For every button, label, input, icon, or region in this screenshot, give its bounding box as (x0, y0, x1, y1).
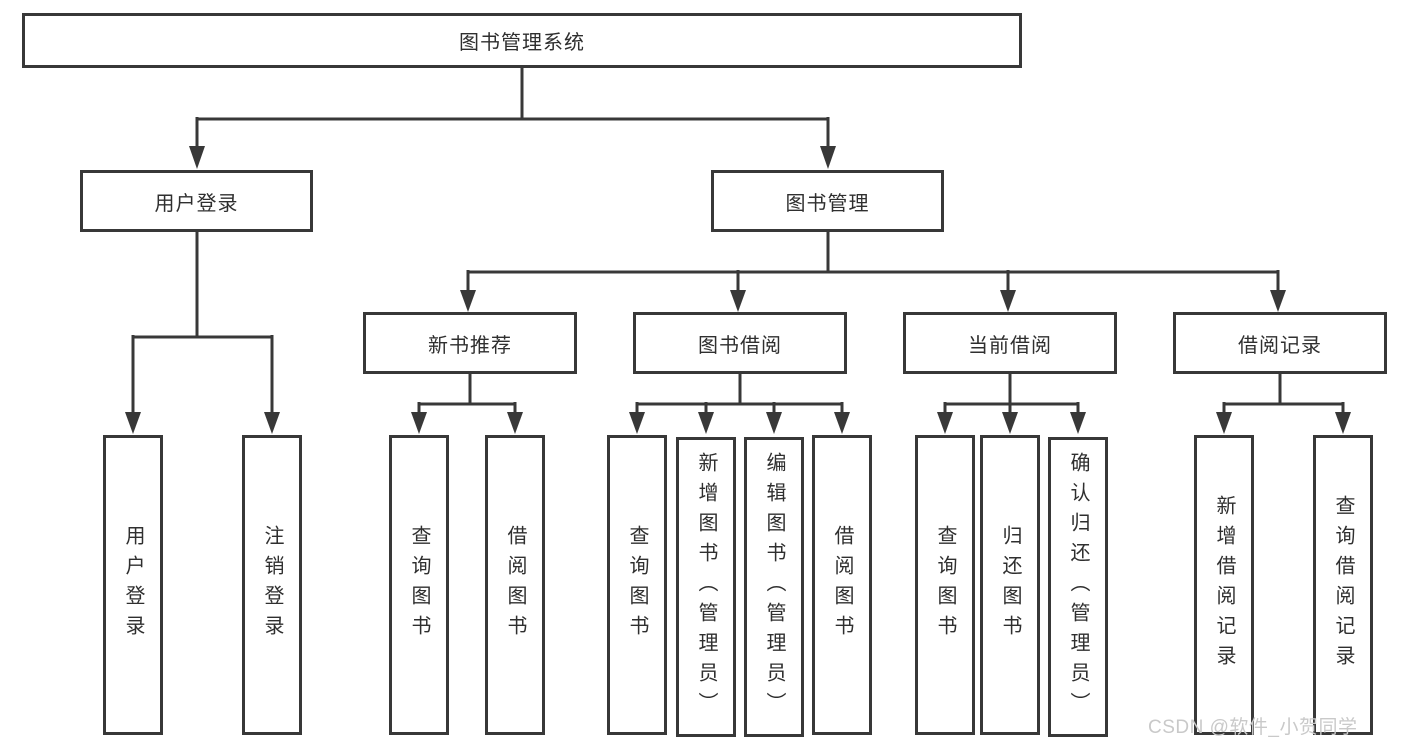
node-label: 借阅图书 (831, 525, 853, 645)
node-label: 查询图书 (626, 525, 648, 645)
node-add-books-admin: 新增图书（管理员） (676, 437, 736, 737)
node-edit-books-admin: 编辑图书（管理员） (744, 437, 804, 737)
arrowhead-icon (125, 412, 141, 434)
arrowhead-icon (411, 412, 427, 434)
connector-newbook-to-leaves (417, 373, 517, 416)
arrowhead-icon (1270, 290, 1286, 312)
node-label: 查询图书 (934, 525, 956, 645)
node-book-borrowing: 图书借阅 (633, 312, 847, 374)
node-label: 图书借阅 (698, 334, 782, 357)
arrowhead-icon (507, 412, 523, 434)
node-label: 用户登录 (122, 525, 144, 645)
node-label: 借阅记录 (1238, 334, 1322, 357)
connector-userlogin-to-leaves (131, 231, 274, 414)
node-label: 当前借阅 (968, 334, 1052, 357)
node-label: 图书管理系统 (459, 32, 585, 54)
arrowhead-icon (1000, 290, 1016, 312)
node-book-management: 图书管理 (711, 170, 944, 232)
node-label: 查询图书 (408, 525, 430, 645)
arrowhead-icon (766, 412, 782, 434)
node-label: 借阅图书 (504, 525, 526, 645)
connector-records-to-leaves (1222, 373, 1345, 416)
node-borrow-books-recommend: 借阅图书 (485, 435, 545, 735)
watermark-text: CSDN @软件_小贺同学 (1148, 717, 1358, 738)
node-new-book-recommendation: 新书推荐 (363, 312, 577, 374)
arrowhead-icon (1070, 412, 1086, 434)
node-label: 注销登录 (261, 525, 283, 645)
node-current-borrowing: 当前借阅 (903, 312, 1117, 374)
arrowhead-icon (629, 412, 645, 434)
node-label: 新增图书（管理员） (695, 452, 717, 722)
arrowhead-icon (937, 412, 953, 434)
connector-borrowing-to-leaves (635, 373, 844, 416)
node-label: 图书管理 (785, 192, 870, 215)
node-logout: 注销登录 (242, 435, 302, 735)
arrowhead-icon (730, 290, 746, 312)
node-query-books-recommend: 查询图书 (389, 435, 449, 735)
node-return-books: 归还图书 (980, 435, 1040, 735)
arrowhead-icon (698, 412, 714, 434)
node-label: 新书推荐 (428, 334, 512, 357)
node-query-books-borrowing: 查询图书 (607, 435, 667, 735)
node-label: 归还图书 (999, 525, 1021, 645)
arrowhead-icon (264, 412, 280, 434)
node-query-books-current: 查询图书 (915, 435, 975, 735)
connector-root-to-level2 (195, 66, 830, 150)
node-label: 用户登录 (154, 192, 239, 215)
node-query-borrow-record: 查询借阅记录 (1313, 435, 1373, 735)
node-add-borrow-record: 新增借阅记录 (1194, 435, 1254, 735)
arrowhead-icon (1216, 412, 1232, 434)
node-label: 编辑图书（管理员） (763, 452, 785, 722)
arrowhead-icon (1335, 412, 1351, 434)
node-label: 新增借阅记录 (1213, 495, 1235, 675)
connector-bookmgmt-to-level3 (466, 231, 1280, 293)
node-library-management-system: 图书管理系统 (22, 13, 1022, 68)
arrowhead-icon (460, 290, 476, 312)
node-borrow-books-borrowing: 借阅图书 (812, 435, 872, 735)
node-label: 确认归还（管理员） (1067, 452, 1089, 722)
node-user-login-action: 用户登录 (103, 435, 163, 735)
node-label: 查询借阅记录 (1332, 495, 1354, 675)
arrowhead-icon (834, 412, 850, 434)
arrowhead-icon (1002, 412, 1018, 434)
connector-current-to-leaves (943, 373, 1080, 416)
arrowhead-icon (820, 146, 836, 169)
node-confirm-return-admin: 确认归还（管理员） (1048, 437, 1108, 737)
arrowhead-icon (189, 146, 205, 169)
node-borrowing-records: 借阅记录 (1173, 312, 1387, 374)
node-user-login: 用户登录 (80, 170, 313, 232)
